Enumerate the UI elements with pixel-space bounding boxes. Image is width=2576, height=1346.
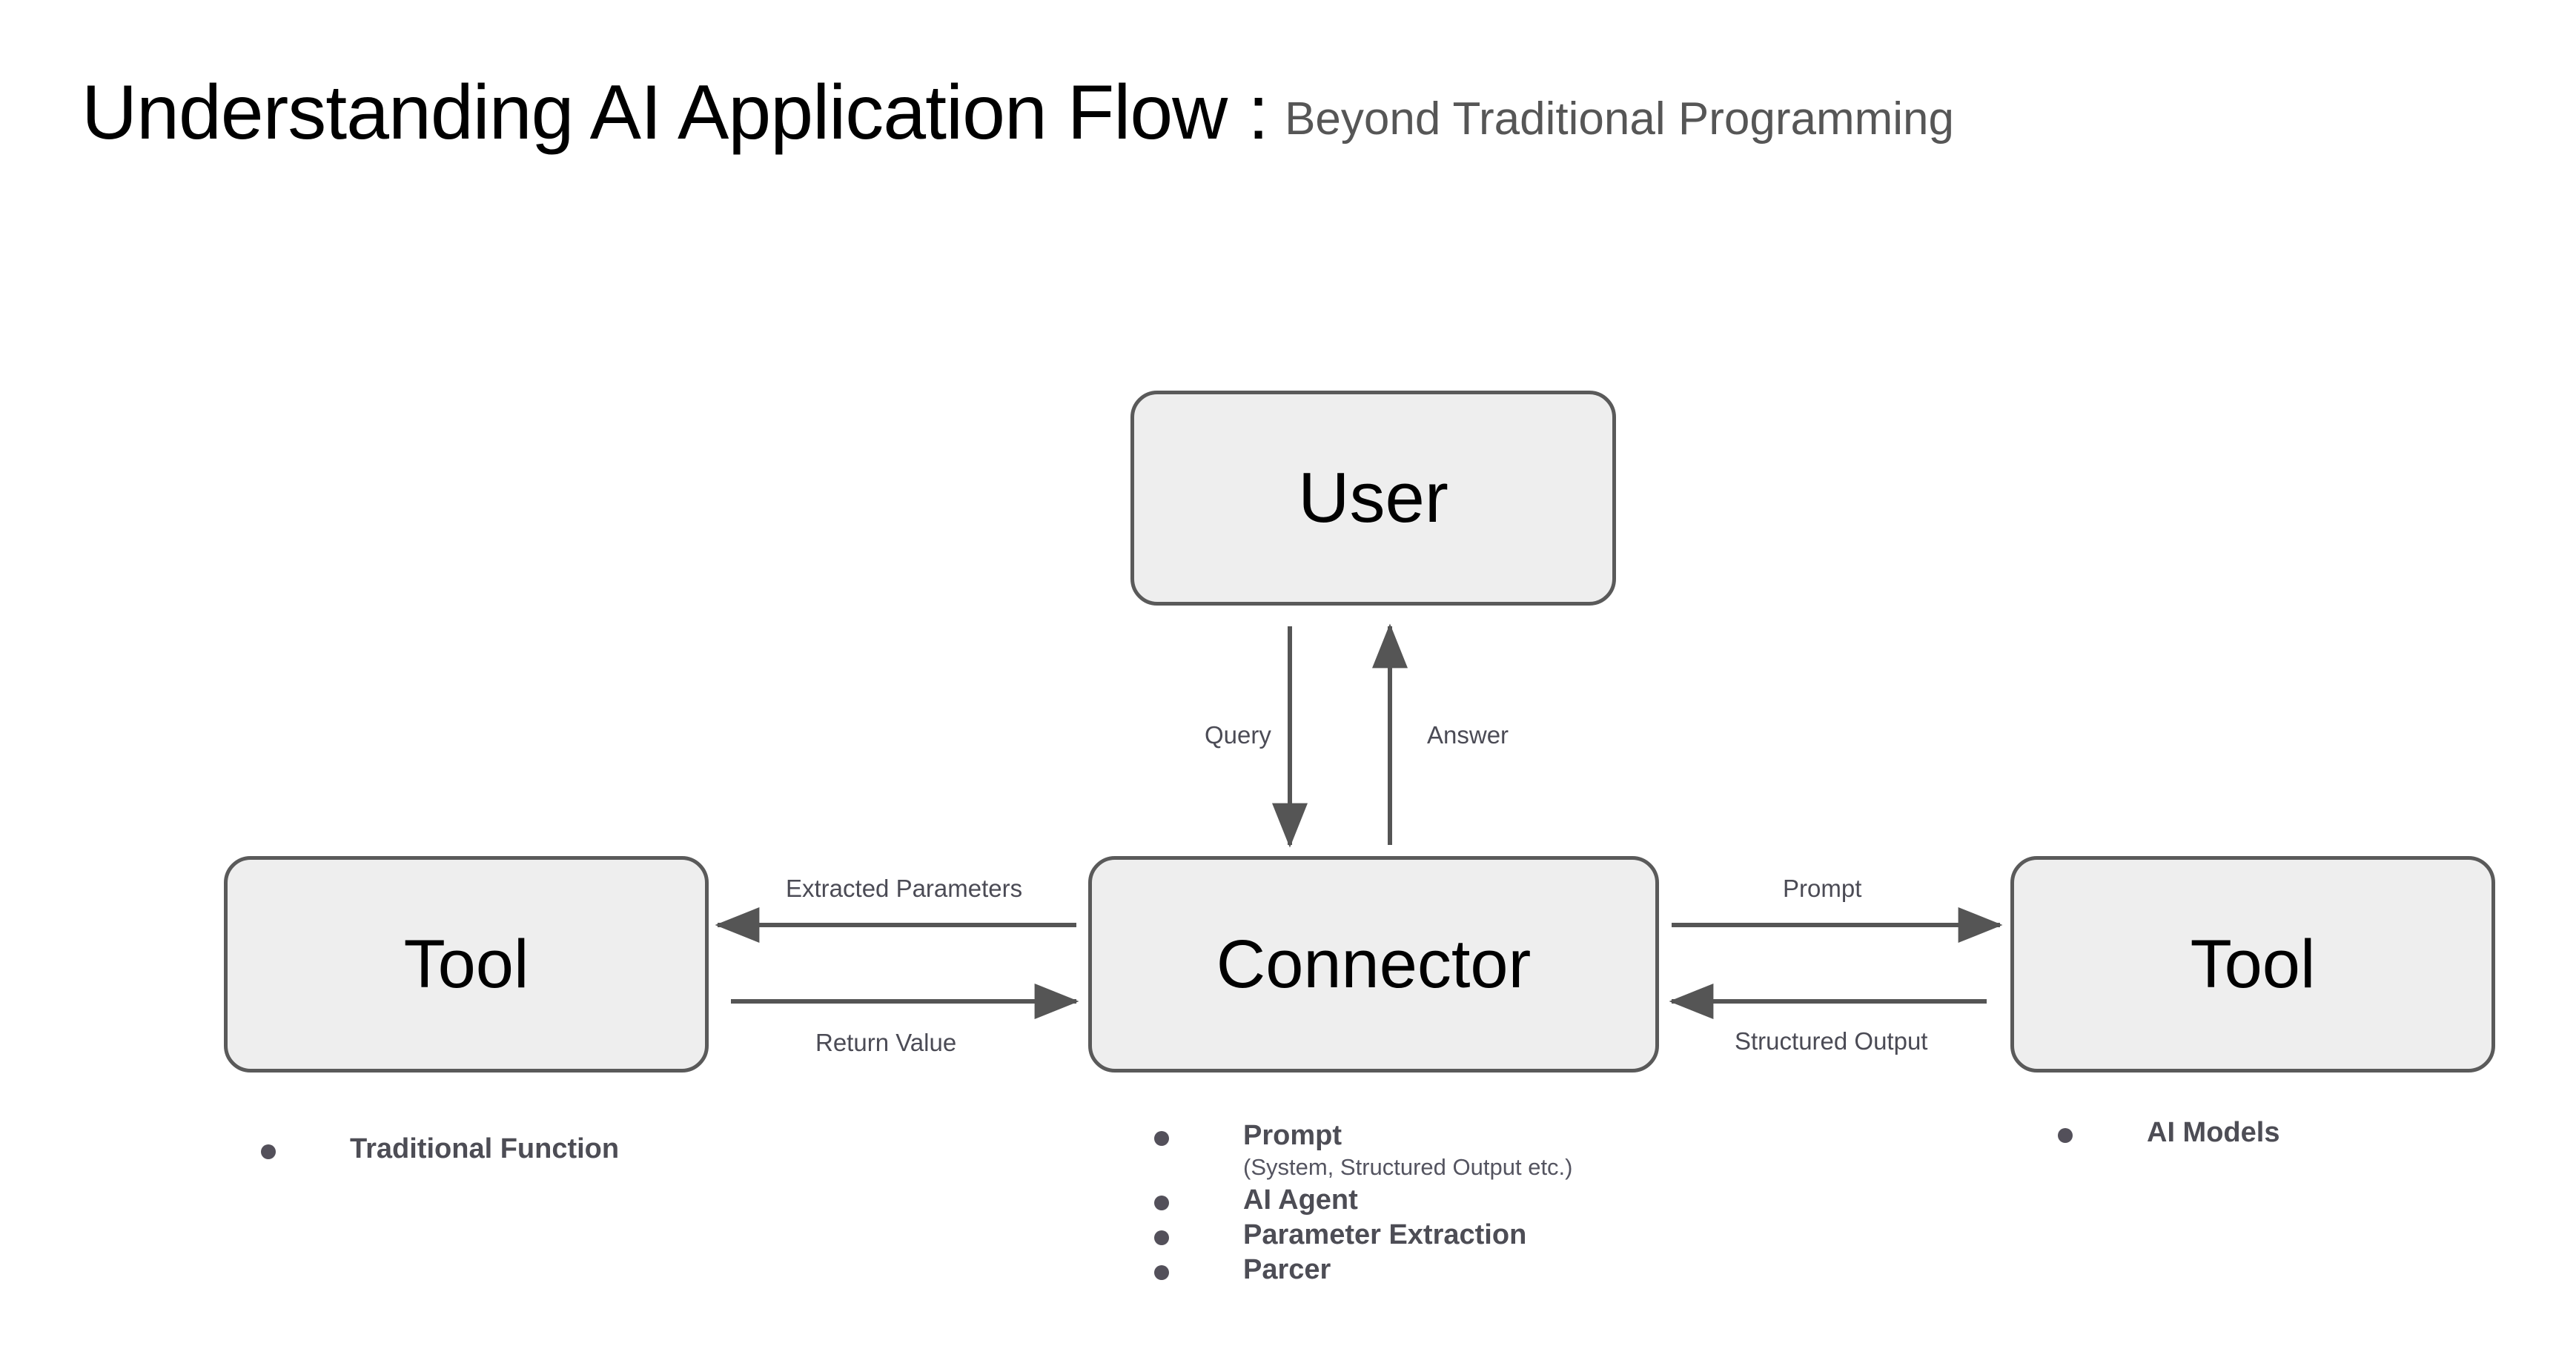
list-item-label: Parameter Extraction (1243, 1219, 1527, 1250)
node-user-label: User (1298, 458, 1448, 537)
list-item-content: AI Agent (1243, 1184, 1358, 1216)
node-connector[interactable]: Connector (1088, 856, 1659, 1073)
list-item-content: Traditional Function (350, 1133, 620, 1164)
list-item: AI Agent (1154, 1184, 1573, 1216)
bullet-dot-icon (2058, 1128, 2073, 1143)
list-item: Prompt (System, Structured Output etc.) (1154, 1120, 1573, 1181)
node-tool-right[interactable]: Tool (2010, 856, 2495, 1073)
page-title-subtitle: Beyond Traditional Programming (1285, 93, 1954, 145)
bullet-dot-icon (1154, 1195, 1169, 1210)
list-item: AI Models (2058, 1117, 2280, 1148)
list-item-label: AI Agent (1243, 1184, 1358, 1216)
page-title-main: Understanding AI Application Flow : (82, 70, 1269, 156)
bullet-dot-icon (1154, 1131, 1169, 1146)
page-title: Understanding AI Application Flow :Beyon… (82, 74, 1954, 151)
bullet-dot-icon (261, 1144, 276, 1159)
edge-label-query: Query (1205, 721, 1271, 749)
list-item: Parcer (1154, 1253, 1573, 1285)
list-item: Parameter Extraction (1154, 1219, 1573, 1250)
list-item-label: Prompt (1243, 1120, 1342, 1151)
list-item-label: Parcer (1243, 1253, 1331, 1285)
list-item-content: Prompt (System, Structured Output etc.) (1243, 1120, 1573, 1181)
bullet-dot-icon (1154, 1230, 1169, 1245)
edge-label-return-value: Return Value (815, 1029, 957, 1056)
list-item-label: AI Models (2147, 1117, 2280, 1148)
list-item-content: Parcer (1243, 1253, 1331, 1285)
edge-label-structured-output: Structured Output (1735, 1027, 1928, 1055)
edge-label-extracted-parameters: Extracted Parameters (786, 875, 1023, 902)
bullet-list-tool-right: AI Models (2058, 1117, 2280, 1158)
list-item-content: AI Models (2147, 1117, 2280, 1148)
edge-label-answer: Answer (1427, 721, 1509, 749)
node-user[interactable]: User (1130, 391, 1616, 606)
node-tool-left[interactable]: Tool (224, 856, 709, 1073)
list-item-content: Parameter Extraction (1243, 1219, 1527, 1250)
list-item-sublabel: (System, Structured Output etc.) (1243, 1154, 1573, 1181)
node-connector-label: Connector (1216, 926, 1532, 1002)
bullet-dot-icon (1154, 1264, 1169, 1280)
node-tool-left-label: Tool (403, 926, 529, 1002)
edge-label-prompt: Prompt (1783, 875, 1862, 902)
bullet-list-tool-left: Traditional Function (261, 1133, 620, 1175)
bullet-list-connector: Prompt (System, Structured Output etc.) AI… (1154, 1120, 1573, 1290)
node-tool-right-label: Tool (2190, 926, 2316, 1002)
list-item-label: Traditional Function (350, 1133, 620, 1164)
list-item: Traditional Function (261, 1133, 620, 1164)
